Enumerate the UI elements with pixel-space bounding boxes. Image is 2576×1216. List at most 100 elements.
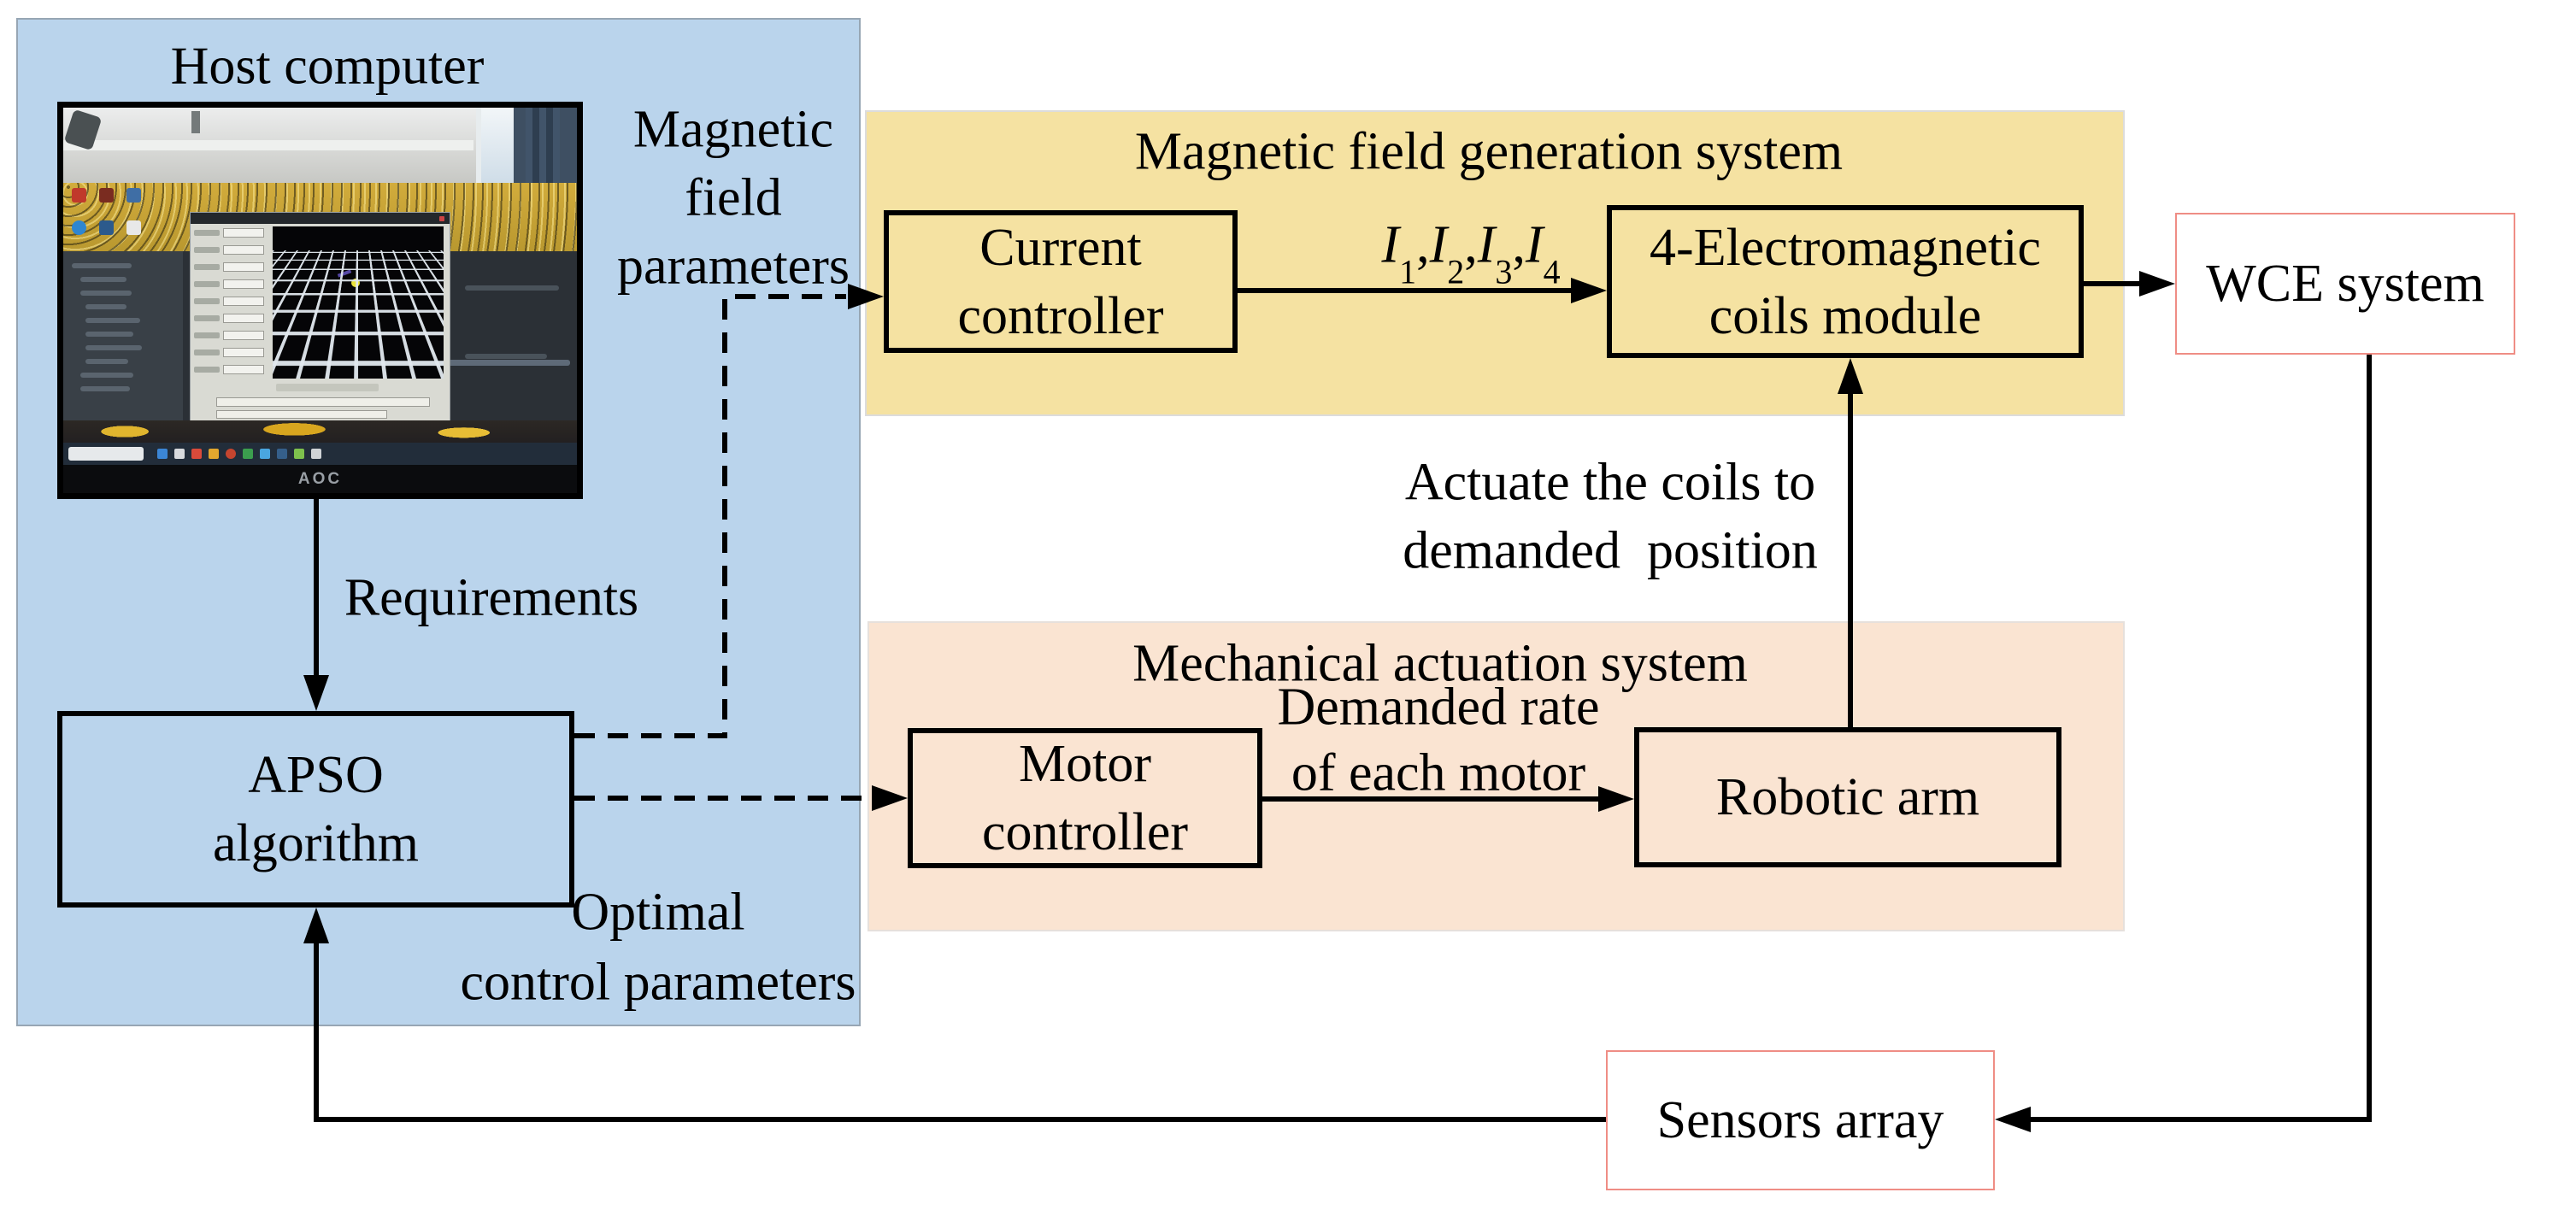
coils-module-line2: coils module	[1709, 286, 1982, 345]
tree-item	[85, 332, 133, 337]
requirements-label: Requirements	[344, 568, 639, 627]
form-row	[194, 365, 266, 374]
apso-line1: APSO	[248, 746, 384, 804]
desktop-icon	[99, 220, 114, 235]
taskbar-icon	[157, 449, 168, 459]
plot-target-dot	[351, 278, 360, 287]
robotic-arm-label: Robotic arm	[1715, 768, 1980, 826]
gui-title-bar	[191, 213, 450, 224]
magnetic-system-title: Magnetic field generation system	[1134, 122, 1844, 181]
window-pane	[476, 108, 514, 183]
taskbar	[63, 443, 577, 465]
dashed-arrow-apso-to-current-controller	[574, 284, 884, 738]
motor-controller-line1: Motor	[1019, 735, 1151, 793]
desktop-icon	[126, 188, 141, 203]
taskbar-icon	[311, 449, 321, 459]
gui-section-label	[276, 384, 379, 391]
desktop-icon	[72, 188, 86, 203]
wallpaper-bottom-strip	[63, 420, 577, 443]
mechanical-actuation-panel	[867, 621, 2125, 931]
ceiling-pipe	[191, 111, 200, 133]
tree-item	[85, 345, 142, 350]
sensors-array-label: Sensors array	[1656, 1090, 1944, 1149]
gui-input-row	[216, 397, 430, 407]
demanded-rate-line1: Demanded rate	[1277, 678, 1600, 737]
wce-system-box: WCE system	[2175, 213, 2515, 355]
host-computer-title: Host computer	[170, 37, 485, 96]
taskbar-icon	[209, 449, 219, 459]
tree-item	[80, 277, 126, 282]
code-line	[465, 285, 559, 291]
optimal-label-line1: Optimal	[571, 883, 745, 942]
host-computer-photo: AOC	[57, 102, 583, 499]
form-row	[194, 262, 266, 272]
code-line	[465, 354, 547, 359]
desktop-icon	[126, 220, 141, 235]
tree-item	[80, 291, 132, 296]
magnetic-field-parameters-line3: parameters	[617, 237, 850, 296]
sensors-array-box: Sensors array	[1606, 1050, 1995, 1190]
arrow-sensors-to-apso	[303, 908, 1606, 1122]
monitor-screen	[63, 183, 577, 465]
plot-3d-grid	[273, 226, 444, 251]
taskbar-icon	[260, 449, 270, 459]
arrow-requirements	[303, 499, 329, 711]
form-row	[194, 331, 266, 340]
tree-item	[80, 386, 130, 391]
monitor-bezel: AOC	[63, 465, 577, 493]
taskbar-icon	[294, 449, 304, 459]
current-controller-line1: Current	[979, 218, 1142, 277]
motor-controller-line2: controller	[981, 803, 1188, 861]
actuate-label-line2: demanded position	[1403, 521, 1818, 580]
robotic-arm-box: Robotic arm	[1634, 727, 2061, 867]
actuate-label-line1: Actuate the coils to	[1404, 453, 1816, 512]
ide-window	[63, 212, 577, 421]
taskbar-icon	[243, 449, 253, 459]
tree-item	[85, 318, 140, 323]
apso-line2: algorithm	[212, 814, 420, 872]
optimal-label-line2: control parameters	[460, 953, 856, 1012]
gui-parameter-form	[194, 228, 268, 382]
form-row	[194, 314, 266, 323]
ide-status-bar	[391, 360, 570, 366]
motor-controller-box: Motor controller	[908, 728, 1262, 868]
tree-item	[80, 373, 133, 378]
tree-item	[85, 359, 128, 364]
form-row	[194, 297, 266, 306]
current-controller-box: Current controller	[884, 210, 1238, 353]
plot-3d-view	[273, 226, 444, 379]
ceiling-beam	[63, 140, 473, 150]
form-row	[194, 245, 266, 255]
magnetic-field-parameters-line1: Magnetic	[632, 100, 834, 159]
form-row	[194, 228, 266, 238]
close-icon	[439, 216, 444, 221]
form-row	[194, 348, 266, 357]
taskbar-icon	[277, 449, 287, 459]
dashed-arrow-apso-to-motor-controller	[574, 785, 908, 811]
tree-item	[72, 263, 132, 268]
magnetic-field-generation-panel	[865, 110, 2125, 416]
curtain	[526, 108, 560, 183]
arrow-motor-to-robotic	[1262, 786, 1634, 812]
form-row	[194, 279, 266, 289]
control-gui-window	[190, 212, 450, 421]
arrow-robotic-to-coils	[1838, 358, 1863, 727]
apso-algorithm-box: APSO algorithm	[57, 711, 574, 908]
monitor-brand: AOC	[297, 469, 343, 488]
desktop-icon	[99, 188, 114, 203]
mechanical-system-title: Mechanical actuation system	[1132, 634, 1748, 693]
currents-label: I1,I2,I3,I4	[1381, 215, 1561, 291]
search-input	[68, 447, 144, 461]
desktop-icon	[72, 220, 86, 235]
arrow-wce-to-sensors	[1995, 355, 2372, 1132]
photo-ceiling	[63, 108, 577, 183]
arrow-coils-to-wce	[2084, 271, 2175, 297]
coils-module-line1: 4-Electromagnetic	[1650, 218, 2041, 277]
taskbar-icon	[226, 449, 236, 459]
magnetic-field-parameters-line2: field	[685, 168, 782, 227]
wce-system-label: WCE system	[2206, 254, 2485, 313]
coils-module-box: 4-Electromagnetic coils module	[1607, 205, 2084, 358]
ide-project-panel	[63, 251, 183, 420]
